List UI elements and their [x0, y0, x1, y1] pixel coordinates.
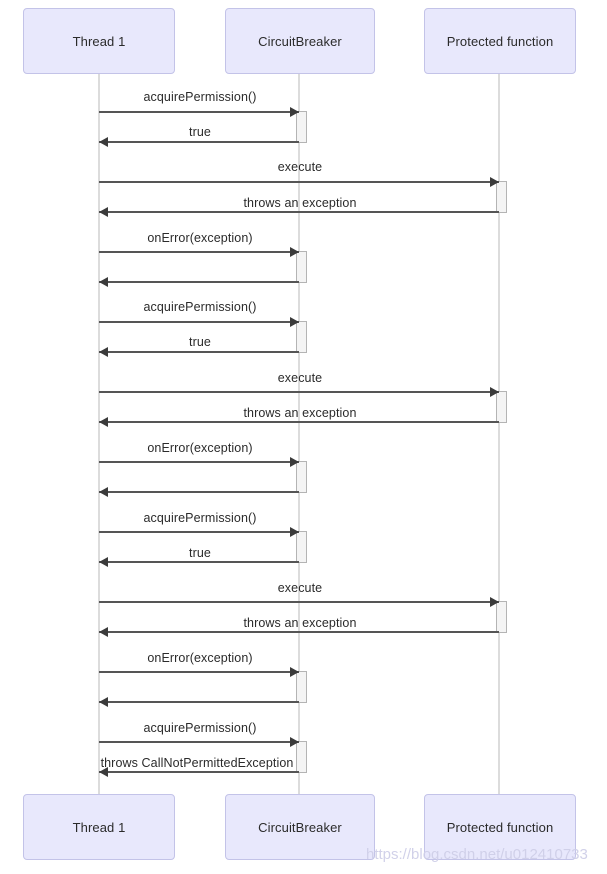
message-line-7	[99, 351, 299, 353]
participant-label-thread1: Thread 1	[72, 819, 126, 835]
activation-bar-protected	[496, 601, 507, 633]
message-label-8: execute	[277, 371, 323, 385]
message-label-9: throws an exception	[243, 406, 357, 420]
message-label-18: acquirePermission()	[143, 721, 257, 735]
message-arrowhead-3	[99, 207, 108, 217]
message-arrowhead-13	[99, 557, 108, 567]
message-line-16	[99, 671, 299, 673]
message-arrowhead-16	[290, 667, 299, 677]
message-line-10	[99, 461, 299, 463]
activation-bar-circuitbreaker	[296, 741, 307, 773]
message-label-15: throws an exception	[243, 616, 357, 630]
message-arrowhead-11	[99, 487, 108, 497]
message-arrowhead-6	[290, 317, 299, 327]
message-line-2	[99, 181, 499, 183]
message-arrowhead-14	[490, 597, 499, 607]
message-label-4: onError(exception)	[147, 231, 253, 245]
activation-bar-circuitbreaker	[296, 531, 307, 563]
lifeline-thread1	[98, 74, 100, 794]
message-line-6	[99, 321, 299, 323]
message-line-5	[99, 281, 299, 283]
message-label-0: acquirePermission()	[143, 90, 257, 104]
message-line-11	[99, 491, 299, 493]
message-arrowhead-1	[99, 137, 108, 147]
message-arrowhead-17	[99, 697, 108, 707]
message-arrowhead-10	[290, 457, 299, 467]
participant-box-footer-circuitbreaker[interactable]: CircuitBreaker	[225, 794, 375, 860]
message-label-12: acquirePermission()	[143, 511, 257, 525]
participant-box-footer-protected[interactable]: Protected function	[424, 794, 576, 860]
message-line-3	[99, 211, 499, 213]
participant-box-header-circuitbreaker[interactable]: CircuitBreaker	[225, 8, 375, 74]
participant-label-circuitbreaker: CircuitBreaker	[258, 819, 342, 835]
message-arrowhead-5	[99, 277, 108, 287]
message-line-15	[99, 631, 499, 633]
message-label-19: throws CallNotPermittedException	[100, 756, 294, 770]
message-line-8	[99, 391, 499, 393]
message-line-18	[99, 741, 299, 743]
message-arrowhead-19	[99, 767, 108, 777]
participant-label-protected: Protected function	[446, 33, 554, 49]
message-label-2: execute	[277, 160, 323, 174]
activation-bar-protected	[496, 391, 507, 423]
message-label-10: onError(exception)	[147, 441, 253, 455]
activation-bar-circuitbreaker	[296, 461, 307, 493]
message-label-13: true	[189, 546, 211, 560]
message-line-13	[99, 561, 299, 563]
message-arrowhead-18	[290, 737, 299, 747]
participant-box-header-thread1[interactable]: Thread 1	[23, 8, 175, 74]
activation-bar-circuitbreaker	[296, 111, 307, 143]
message-arrowhead-4	[290, 247, 299, 257]
activation-bar-circuitbreaker	[296, 671, 307, 703]
participant-label-circuitbreaker: CircuitBreaker	[258, 33, 342, 49]
participant-box-header-protected[interactable]: Protected function	[424, 8, 576, 74]
participant-label-thread1: Thread 1	[72, 33, 126, 49]
message-arrowhead-9	[99, 417, 108, 427]
activation-bar-circuitbreaker	[296, 321, 307, 353]
message-arrowhead-0	[290, 107, 299, 117]
lifeline-circuitbreaker	[298, 74, 300, 794]
activation-bar-protected	[496, 181, 507, 213]
activation-bar-circuitbreaker	[296, 251, 307, 283]
message-label-7: true	[189, 335, 211, 349]
message-line-14	[99, 601, 499, 603]
message-label-14: execute	[277, 581, 323, 595]
message-line-9	[99, 421, 499, 423]
participant-box-footer-thread1[interactable]: Thread 1	[23, 794, 175, 860]
lifeline-protected	[498, 74, 500, 794]
message-line-17	[99, 701, 299, 703]
message-line-0	[99, 111, 299, 113]
message-label-16: onError(exception)	[147, 651, 253, 665]
message-line-1	[99, 141, 299, 143]
message-arrowhead-8	[490, 387, 499, 397]
message-line-4	[99, 251, 299, 253]
message-label-6: acquirePermission()	[143, 300, 257, 314]
message-arrowhead-7	[99, 347, 108, 357]
message-label-1: true	[189, 125, 211, 139]
message-line-19	[99, 771, 299, 773]
message-arrowhead-2	[490, 177, 499, 187]
message-arrowhead-15	[99, 627, 108, 637]
message-label-3: throws an exception	[243, 196, 357, 210]
participant-label-protected: Protected function	[446, 819, 554, 835]
message-arrowhead-12	[290, 527, 299, 537]
message-line-12	[99, 531, 299, 533]
